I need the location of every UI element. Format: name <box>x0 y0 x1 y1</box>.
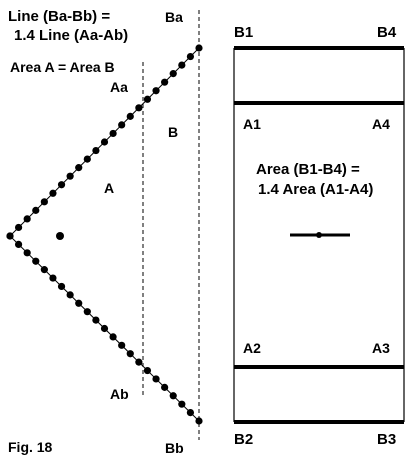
upper-line-dot <box>161 78 169 86</box>
line-relation-line-2: 1.4 Line (Aa-Ab) <box>14 27 128 44</box>
region-b-label: B <box>168 124 178 140</box>
upper-line-dot <box>143 95 152 103</box>
lower-line-dot <box>40 266 48 274</box>
figure-label: Fig. 18 <box>8 439 53 455</box>
lower-line-dot <box>92 316 100 324</box>
upper-line-dot <box>75 164 83 172</box>
lower-line-dot <box>75 299 83 307</box>
label-ab: Ab <box>110 386 129 402</box>
upper-line-dot <box>100 138 109 146</box>
corner-a2: A2 <box>243 340 261 356</box>
upper-line-dot <box>49 189 57 197</box>
lower-line-dot <box>14 240 23 249</box>
line-relation-line-1: Line (Ba-Bb) = <box>8 8 110 25</box>
upper-line-dot <box>66 172 74 180</box>
corner-a1: A1 <box>243 116 261 132</box>
upper-line-dot <box>135 104 143 112</box>
lower-line-dot <box>49 274 57 282</box>
corner-a4: A4 <box>372 116 390 132</box>
lower-line-dot <box>66 291 74 299</box>
lower-line-dot <box>169 392 177 400</box>
upper-line-dot <box>14 223 23 232</box>
upper-line-dot <box>32 206 40 214</box>
lower-line-dot <box>83 308 91 316</box>
lower-line-dot <box>6 232 14 240</box>
region-a-label: A <box>104 180 114 196</box>
upper-line-dot <box>109 129 117 138</box>
feed-point <box>316 232 322 238</box>
label-aa: Aa <box>110 79 128 95</box>
upper-line-dot <box>126 112 134 120</box>
area-relation-right-line-2: 1.4 Area (A1-A4) <box>258 181 373 198</box>
corner-b4: B4 <box>377 24 397 41</box>
corner-a3: A3 <box>372 340 390 356</box>
lower-line-dot <box>161 383 169 391</box>
upper-line-dot <box>92 146 100 155</box>
area-relation-left: Area A = Area B <box>10 59 115 75</box>
label-ba: Ba <box>165 9 183 25</box>
corner-b2: B2 <box>234 431 253 448</box>
lower-line-dot <box>100 324 109 333</box>
upper-line-dot <box>23 215 31 223</box>
lower-line-dot <box>118 341 126 349</box>
upper-line-dot <box>57 181 66 189</box>
area-relation-right-line-1: Area (B1-B4) = <box>256 161 360 178</box>
lower-line-dot <box>178 400 186 408</box>
upper-line-dot <box>169 70 177 78</box>
corner-b1: B1 <box>234 24 253 41</box>
upper-line-dot <box>40 198 48 206</box>
center-dot <box>56 232 64 240</box>
lower-line-dot <box>143 366 152 375</box>
label-bb: Bb <box>165 440 184 456</box>
lower-line-dot <box>32 257 40 265</box>
upper-line-dot <box>186 52 195 61</box>
lower-line-dot <box>57 282 66 291</box>
lower-line-dot <box>186 408 195 417</box>
corner-b3: B3 <box>377 431 396 448</box>
upper-line-dot <box>178 61 186 69</box>
lower-line-dot <box>126 350 134 358</box>
upper-line-dot <box>118 121 126 129</box>
lower-line-dot <box>195 417 203 425</box>
upper-line-dot <box>152 87 160 95</box>
upper-line-dot <box>83 155 91 163</box>
lower-line-dot <box>109 333 117 341</box>
lower-line-dot <box>152 375 160 383</box>
lower-line-dot <box>135 358 143 366</box>
converging-dotted-lines <box>6 44 203 425</box>
lower-line-dot <box>23 249 31 257</box>
